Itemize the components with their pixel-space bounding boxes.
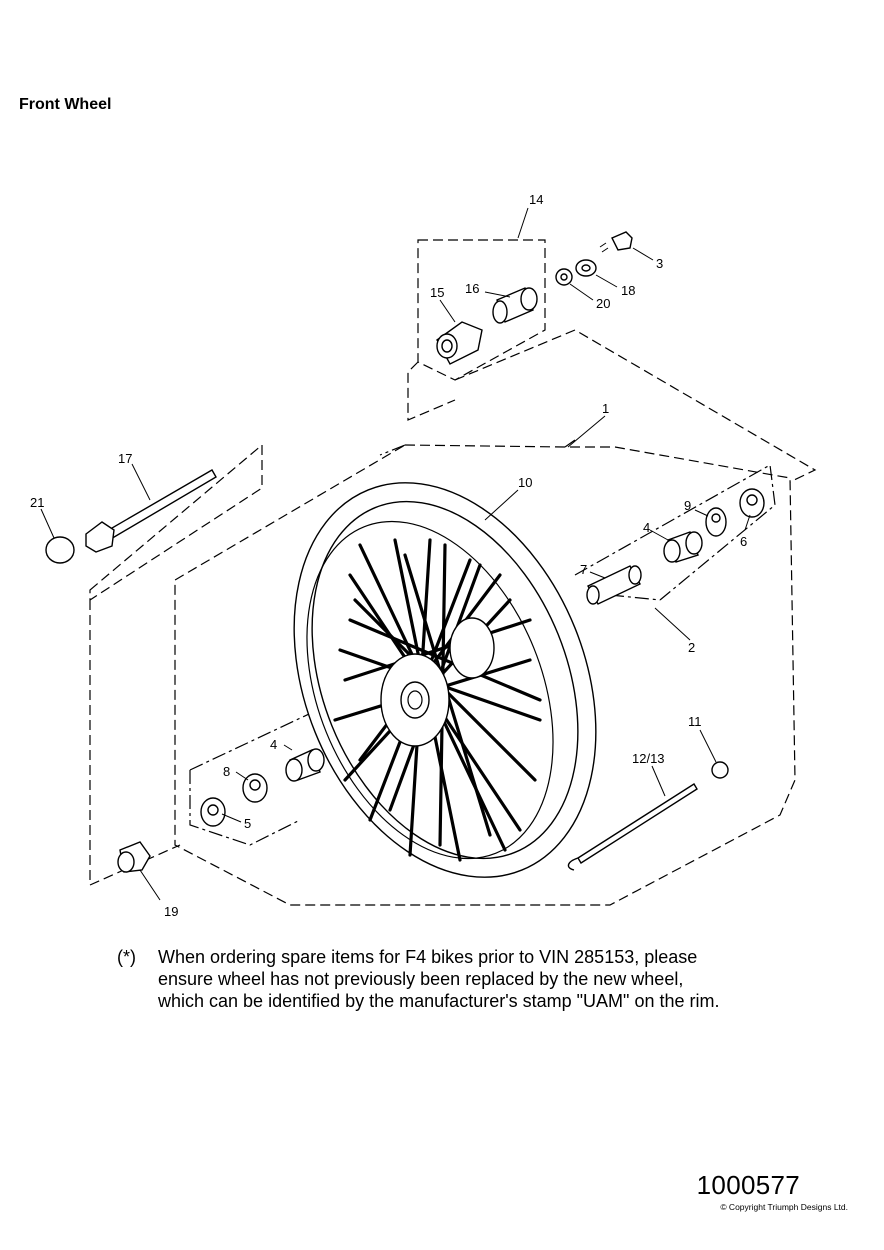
callout-19: 19 [164,904,178,919]
note-line: ensure wheel has not previously been rep… [158,969,684,989]
part-19-cap [117,841,151,873]
note-line: which can be identified by the manufactu… [158,991,720,1011]
copyright-notice: © Copyright Triumph Designs Ltd. [720,1202,848,1212]
part-12-spoke [567,783,698,871]
group-outline-1 [174,444,796,906]
note-marker: (*) [117,947,136,967]
page-title: Front Wheel [19,96,112,113]
callout-labels: 14 3 18 20 16 15 1 17 10 21 9 4 6 7 2 11… [30,192,747,919]
part-5-seal [200,797,226,827]
part-16-sleeve [492,287,538,324]
callout-17: 17 [118,451,132,466]
part-3-bolt [599,231,633,253]
document-number: 1000577 [696,1170,800,1200]
part-15-adjuster [436,321,483,365]
axle-outline-left [89,443,263,886]
callout-4-left: 4 [270,737,277,752]
callout-6: 6 [740,534,747,549]
rim-lip [306,520,554,860]
wheel-assembly [293,482,597,878]
group-outline-2 [379,439,576,456]
callout-5: 5 [244,816,251,831]
callout-18: 18 [621,283,635,298]
hub-bore [407,690,423,710]
hub-far-flange [449,617,495,679]
part-4-bearing-left [285,748,325,782]
callout-7: 7 [580,562,587,577]
callout-2: 2 [688,640,695,655]
callout-16: 16 [465,281,479,296]
part-4-bearing-right [663,531,703,563]
callout-21: 21 [30,495,44,510]
callout-14: 14 [529,192,543,207]
part-20-washer [555,268,573,286]
callout-8: 8 [223,764,230,779]
axle-outline-2 [574,464,776,601]
part-7-tube [586,565,642,605]
callout-11: 11 [688,714,702,729]
part-6-seal [739,488,765,518]
callout-4-right: 4 [643,520,650,535]
callout-15: 15 [430,285,444,300]
callout-12-13: 12/13 [632,751,665,766]
part-18-nut [575,259,597,277]
part-11-nipple [711,761,729,779]
part-8-spacer [242,773,268,803]
part-21-cap [45,536,75,564]
callout-10: 10 [518,475,532,490]
group-outline-14 [417,239,546,381]
callout-1: 1 [602,401,609,416]
part-9-spacer [705,507,727,537]
group-outline-14-link [407,329,817,483]
note-text: When ordering spare items for F4 bikes p… [158,946,818,1012]
leader-lines [40,207,751,901]
callout-20: 20 [596,296,610,311]
part-17-axle [85,469,217,553]
callout-3: 3 [656,256,663,271]
callout-9: 9 [684,498,691,513]
note-line: When ordering spare items for F4 bikes p… [158,947,698,967]
